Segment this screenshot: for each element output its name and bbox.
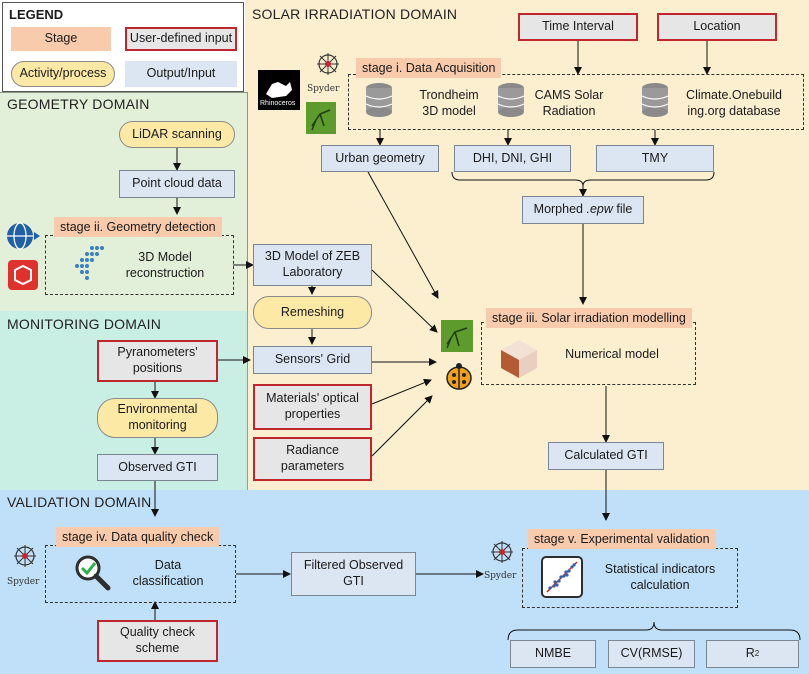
tmy-output: TMY: [596, 145, 714, 172]
legend-activity-swatch: Activity/process: [11, 61, 115, 87]
classification-label-line1: Data: [154, 558, 182, 572]
r2-base: R: [745, 646, 755, 661]
climate-label-line1: Climate.Onebuild: [686, 88, 782, 102]
sensors-grid-output: Sensors' Grid: [253, 346, 372, 374]
irradiance-components-output: DHI, DNI, GHI: [454, 145, 571, 172]
morphed-epw-output: Morphed .epw file: [522, 196, 644, 224]
cams-label-line2: Radiation: [542, 104, 596, 118]
stage-i-label: stage i. Data Acquisition: [356, 58, 502, 78]
calculated-gti-output: Calculated GTI: [548, 442, 664, 470]
point-cloud-output: Point cloud data: [119, 170, 235, 198]
radiance-line1: Radiance: [286, 443, 339, 458]
location-input: Location: [657, 13, 777, 41]
reconstruction-label-line2: reconstruction: [125, 266, 205, 280]
spyder-icon: [317, 53, 339, 75]
stage-iii-label: stage iii. Solar irradiation modelling: [486, 308, 692, 328]
legend-title: LEGEND: [9, 7, 64, 22]
reconstruction-label-line1: 3D Model: [138, 250, 192, 264]
quality-check-scheme-input: Quality check scheme: [97, 620, 218, 662]
rhino-logo-text: Rhinoceros: [260, 100, 296, 107]
r2-sup: 2: [754, 649, 760, 658]
stage-i-frame: [348, 74, 804, 130]
spyder-icon-2: [14, 545, 36, 567]
zeb-model-line1: 3D Model of ZEB: [264, 249, 361, 264]
radiance-line2: parameters: [280, 459, 345, 473]
pyranometers-line2: positions: [132, 361, 183, 375]
legend: LEGEND Stage User-defined input Activity…: [2, 2, 244, 92]
ladybug-icon: [446, 363, 472, 390]
time-interval-input: Time Interval: [518, 13, 638, 41]
validation-domain-title: VALIDATION DOMAIN: [7, 494, 152, 510]
urban-geometry-output: Urban geometry: [321, 145, 439, 172]
quality-scheme-line1: Quality check: [119, 625, 196, 640]
solar-domain-title: SOLAR IRRADIATION DOMAIN: [252, 6, 458, 22]
cvrmse-output: CV(RMSE): [608, 640, 695, 668]
trondheim-label-line1: Trondheim: [419, 88, 479, 102]
filtered-gti-line1: Filtered Observed: [303, 558, 404, 573]
sketchup-icon: [8, 260, 38, 290]
scatter-plot-icon: [541, 556, 583, 598]
stage-iv-label: stage iv. Data quality check: [56, 527, 220, 547]
monitoring-domain-title: MONITORING DOMAIN: [7, 316, 162, 332]
lidar-scanning-activity: LiDAR scanning: [119, 121, 235, 148]
legend-output-swatch: Output/Input: [125, 61, 237, 87]
radiance-parameters-input: Radiance parameters: [253, 437, 372, 481]
stage-v-label: stage v. Experimental validation: [528, 529, 716, 549]
statistical-label-line2: calculation: [630, 578, 690, 592]
materials-line1: Materials' optical: [266, 391, 359, 406]
trondheim-database-icon: [365, 83, 393, 117]
magnifier-check-icon: [75, 555, 111, 591]
cams-database-icon: [497, 83, 525, 117]
filtered-gti-line2: GTI: [343, 574, 364, 588]
legend-stage-swatch: Stage: [11, 27, 111, 51]
morphed-prefix: Morphed: [533, 202, 587, 217]
nmbe-output: NMBE: [510, 640, 596, 668]
geometry-domain-title: GEOMETRY DOMAIN: [7, 96, 150, 112]
stage-ii-label: stage ii. Geometry detection: [54, 217, 222, 237]
pyranometers-positions-input: Pyranometers' positions: [97, 340, 218, 382]
environmental-monitoring-activity: Environmental monitoring: [97, 398, 218, 438]
numerical-model-label: Numerical model: [565, 347, 659, 361]
morphed-suffix: file: [612, 202, 633, 217]
rhino-icon: [258, 70, 300, 110]
pyranometers-line1: Pyranometers': [117, 345, 198, 360]
legend-input-swatch: User-defined input: [125, 27, 237, 51]
trondheim-label-line2: 3D model: [422, 104, 476, 118]
grasshopper-icon-2: [441, 320, 473, 352]
climate-database-icon: [641, 83, 669, 117]
spyder-logo-text-3: Spyder: [484, 571, 517, 581]
quality-scheme-line2: scheme: [135, 641, 180, 655]
spyder-logo-text-2: Spyder: [7, 577, 40, 587]
env-monitoring-line2: monitoring: [128, 418, 187, 432]
env-monitoring-line1: Environmental: [117, 402, 198, 417]
numerical-model-icon: [501, 340, 537, 378]
materials-line2: properties: [284, 407, 341, 421]
zeb-laboratory-model-output: 3D Model of ZEB Laboratory: [253, 244, 372, 286]
filtered-observed-gti-output: Filtered Observed GTI: [291, 552, 416, 596]
statistical-label-line1: Statistical indicators: [604, 562, 716, 576]
grasshopper-icon: [306, 102, 336, 134]
materials-properties-input: Materials' optical properties: [253, 384, 372, 430]
spyder-icon-3: [491, 541, 513, 563]
zeb-model-line2: Laboratory: [282, 265, 343, 279]
classification-label-line2: classification: [132, 574, 204, 588]
globe-software-icon: [7, 222, 40, 250]
cams-label-line1: CAMS Solar: [534, 88, 604, 102]
remeshing-activity: Remeshing: [253, 296, 372, 329]
spyder-logo-text: Spyder: [307, 84, 340, 94]
climate-label-line2: ing.org database: [687, 104, 781, 118]
observed-gti-output: Observed GTI: [97, 454, 218, 481]
morphed-ext: .epw: [586, 202, 613, 217]
point-cloud-icon: [75, 246, 104, 280]
